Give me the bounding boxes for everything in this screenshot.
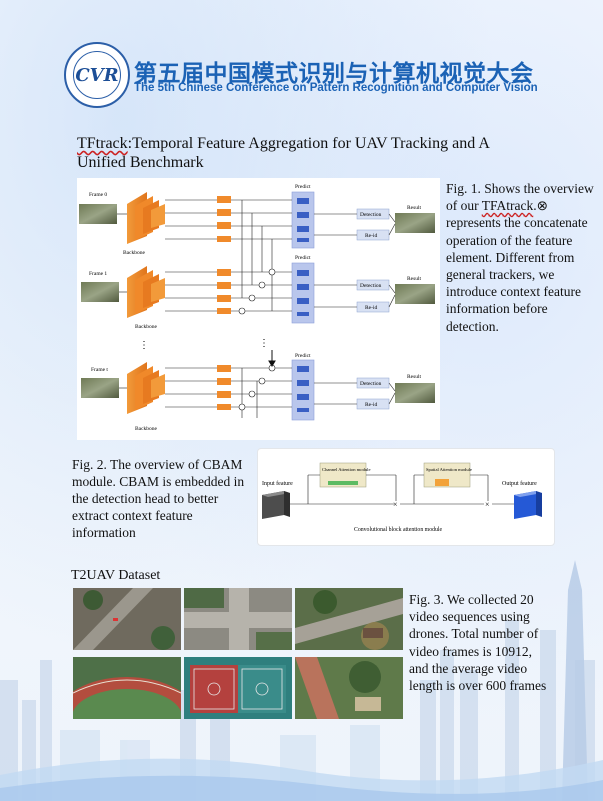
figure-3-caption: Fig. 3. We collected 20 video sequences … bbox=[409, 592, 547, 694]
dataset-photo-1 bbox=[73, 588, 181, 650]
detection-label-0: Detection bbox=[360, 212, 382, 218]
frame-label-t: Frame t bbox=[91, 367, 108, 373]
logo-emblem: CVR bbox=[73, 51, 121, 99]
dataset-photo-grid bbox=[73, 588, 404, 719]
figure-2-cbam-module: Input feature Channel Attention module S… bbox=[257, 448, 555, 546]
reid-label-0: Re-id bbox=[365, 233, 377, 239]
conference-logo: CVR bbox=[64, 42, 130, 108]
ellipsis-right: ⋮ bbox=[259, 338, 269, 349]
pipeline-row-t: Frame t Backbone Detection Re-id Result bbox=[81, 359, 435, 432]
pipeline-row-0: Frame 0 Backbone Detection Re-id Result bbox=[79, 191, 435, 256]
backbone-label-1: Backbone bbox=[135, 324, 158, 330]
figure-1-caption-start: Fig. 1. Shows the overview of our bbox=[446, 181, 594, 214]
predict-label-t: Predict bbox=[295, 353, 311, 359]
pipeline-row-1: Frame 1 Backbone Detection Re-id Result bbox=[81, 262, 435, 330]
figure-1-caption-name: TFAtrack bbox=[481, 198, 534, 214]
city-skyline-background bbox=[0, 560, 603, 801]
paper-title-name: TFtrack bbox=[77, 135, 128, 152]
multiply-operator-2: × bbox=[485, 500, 490, 509]
detection-label-1: Detection bbox=[360, 283, 382, 289]
paper-title-rest: :Temporal Feature Aggregation for UAV Tr… bbox=[77, 135, 490, 171]
figure-1-caption: Fig. 1. Shows the overview of our TFAtra… bbox=[446, 180, 598, 335]
input-arrows bbox=[268, 350, 276, 367]
dataset-photo-5 bbox=[184, 657, 292, 719]
concat-operators bbox=[238, 268, 276, 411]
input-feature-label: Input feature bbox=[262, 480, 293, 487]
reid-label-t: Re-id bbox=[365, 402, 377, 408]
result-label-1: Result bbox=[407, 276, 422, 282]
dataset-photo-4 bbox=[73, 657, 181, 719]
dataset-photo-6 bbox=[295, 657, 403, 719]
result-image-t bbox=[395, 383, 435, 403]
frame-label-0: Frame 0 bbox=[89, 192, 107, 198]
figure-1-caption-end: .⊗ represents the concatenate operation … bbox=[446, 198, 588, 334]
spatial-attention-label: Spatial Attention module bbox=[426, 467, 472, 472]
detection-label-t: Detection bbox=[360, 381, 382, 387]
reid-label-1: Re-id bbox=[365, 305, 377, 311]
conference-header: CVR 第五届中国模式识别与计算机视觉大会 The 5th Chinese Co… bbox=[0, 0, 603, 110]
backbone-label-t: Backbone bbox=[135, 426, 158, 432]
figure-2-caption: Fig. 2. The overview of CBAM module. CBA… bbox=[72, 457, 245, 540]
predict-label-0: Predict bbox=[295, 184, 311, 190]
figure-1-tfatrack-overview: Predict Predict Predict Frame 0 Backbone… bbox=[77, 178, 440, 440]
result-image-0 bbox=[395, 213, 435, 233]
channel-attention-label: Channel Attention module bbox=[322, 467, 370, 472]
frame-label-1: Frame 1 bbox=[89, 271, 107, 277]
conference-title-chinese: 第五届中国模式识别与计算机视觉大会 bbox=[134, 61, 534, 87]
frame-image-1 bbox=[81, 282, 119, 302]
multiply-operator-1: × bbox=[393, 500, 398, 509]
dataset-photo-2 bbox=[184, 588, 292, 650]
result-label-0: Result bbox=[407, 205, 422, 211]
paper-title: TFtrack:Temporal Feature Aggregation for… bbox=[77, 134, 497, 172]
connection-lines bbox=[117, 199, 396, 418]
ellipsis-left: ⋮ bbox=[139, 340, 149, 351]
dataset-photo-3 bbox=[295, 588, 403, 650]
result-image-1 bbox=[395, 284, 435, 304]
dataset-section-title: T2UAV Dataset bbox=[71, 568, 161, 583]
cbam-block-label: Convolutional block attention module bbox=[354, 527, 442, 533]
frame-image-0 bbox=[79, 204, 117, 224]
result-label-t: Result bbox=[407, 374, 422, 380]
predict-label-1: Predict bbox=[295, 255, 311, 261]
output-feature-label: Output feature bbox=[502, 480, 537, 487]
frame-image-t bbox=[81, 378, 119, 398]
backbone-label-0: Backbone bbox=[123, 250, 146, 256]
conference-title-english: The 5th Chinese Conference on Pattern Re… bbox=[134, 82, 538, 94]
